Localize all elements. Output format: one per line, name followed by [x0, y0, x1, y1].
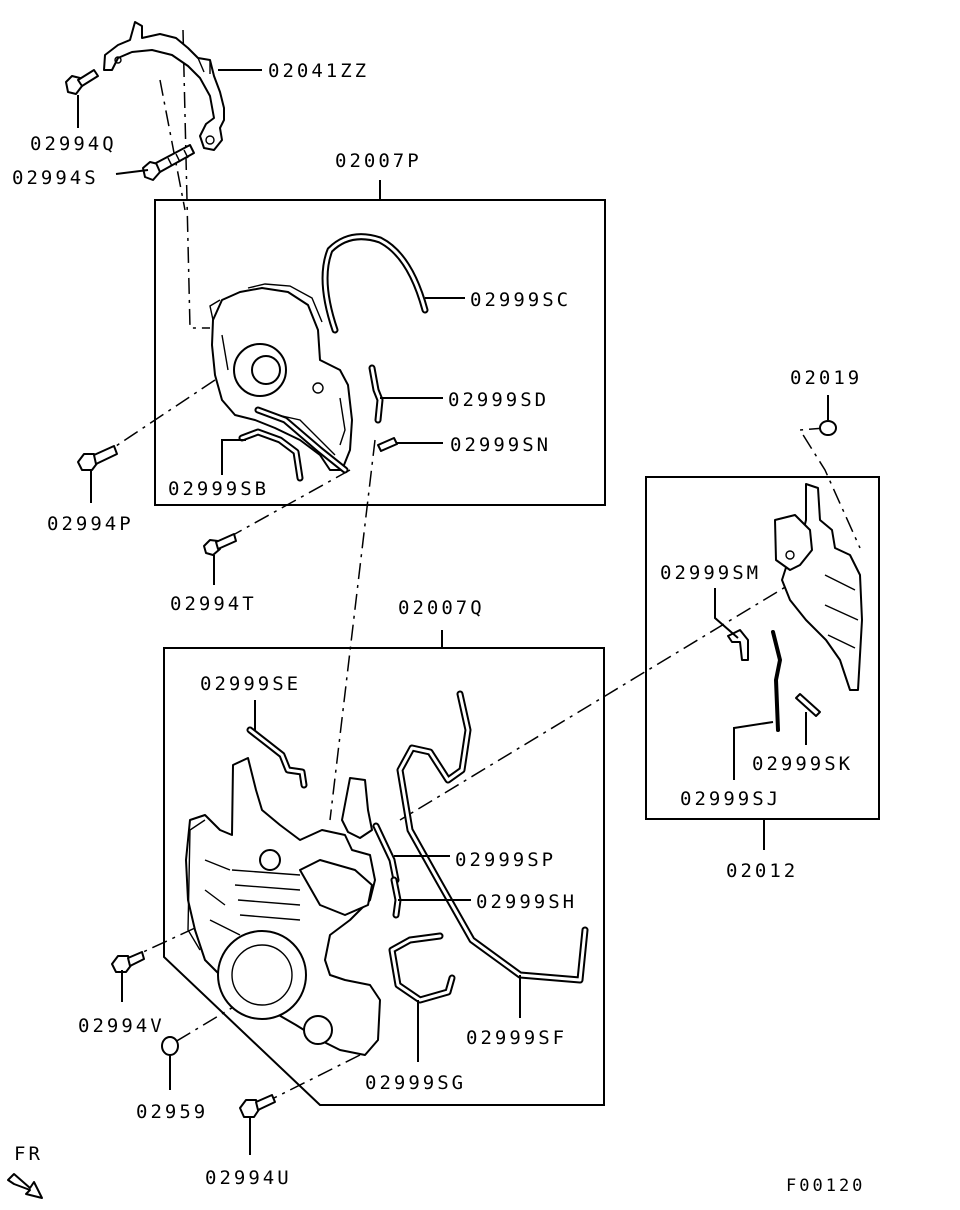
- label-02999SM: 02999SM: [660, 562, 761, 584]
- label-02999SD: 02999SD: [448, 389, 549, 411]
- label-02007Q: 02007Q: [398, 597, 485, 619]
- bolt-part-02994T: [203, 533, 237, 556]
- label-02999SN: 02999SN: [450, 434, 551, 456]
- label-02999SF: 02999SF: [466, 1027, 567, 1049]
- seal-part-02999SE: [246, 726, 308, 789]
- label-02999SB: 02999SB: [168, 478, 269, 500]
- label-02994Q: 02994Q: [30, 133, 117, 155]
- label-02994P: 02994P: [47, 513, 134, 535]
- bolt-part-02994P: [77, 445, 118, 471]
- seal-part-02999SB: [238, 428, 304, 482]
- upper-timing-cover-02007P: [209, 283, 353, 471]
- label-02959: 02959: [136, 1101, 208, 1123]
- bolt-part-02994U: [239, 1094, 276, 1118]
- part-labels: 02041ZZ 02994Q 02994S 02007P 02999SC 029…: [12, 60, 862, 1189]
- inner-cover-part-02012: [727, 420, 863, 732]
- leader-lines: [77, 69, 829, 1155]
- label-02012: 02012: [726, 860, 798, 882]
- label-02994T: 02994T: [170, 593, 257, 615]
- seal-part-02999SC: [321, 233, 429, 334]
- front-arrow-icon: [7, 1173, 43, 1199]
- label-02999SH: 02999SH: [476, 891, 577, 913]
- bolt-part-02994V: [111, 951, 145, 973]
- bolt-part-02994Q: [65, 69, 99, 95]
- label-02999SP: 02999SP: [455, 849, 556, 871]
- seal-part-02999SN: [377, 437, 398, 452]
- group-box-02007Q: [163, 647, 605, 1106]
- group-box-02012: [645, 476, 880, 820]
- label-02994S: 02994S: [12, 167, 99, 189]
- front-label: FR: [14, 1143, 43, 1165]
- label-02994U: 02994U: [205, 1167, 292, 1189]
- label-02999SJ: 02999SJ: [680, 788, 781, 810]
- figure-code: F00120: [786, 1176, 865, 1196]
- label-02041ZZ: 02041ZZ: [268, 60, 369, 82]
- front-direction-indicator: FR: [7, 1143, 43, 1199]
- label-02999SC: 02999SC: [470, 289, 571, 311]
- bolt-part-02994S: [142, 144, 195, 181]
- label-02999SK: 02999SK: [752, 753, 853, 775]
- lower-timing-cover-02007Q: [185, 757, 381, 1056]
- washer-part-02959: [161, 1036, 179, 1056]
- label-02007P: 02007P: [335, 150, 422, 172]
- label-02999SG: 02999SG: [365, 1072, 466, 1094]
- label-02019: 02019: [790, 367, 862, 389]
- label-02999SE: 02999SE: [200, 673, 301, 695]
- bracket-part-02041ZZ: [103, 21, 225, 151]
- label-02994V: 02994V: [78, 1015, 165, 1037]
